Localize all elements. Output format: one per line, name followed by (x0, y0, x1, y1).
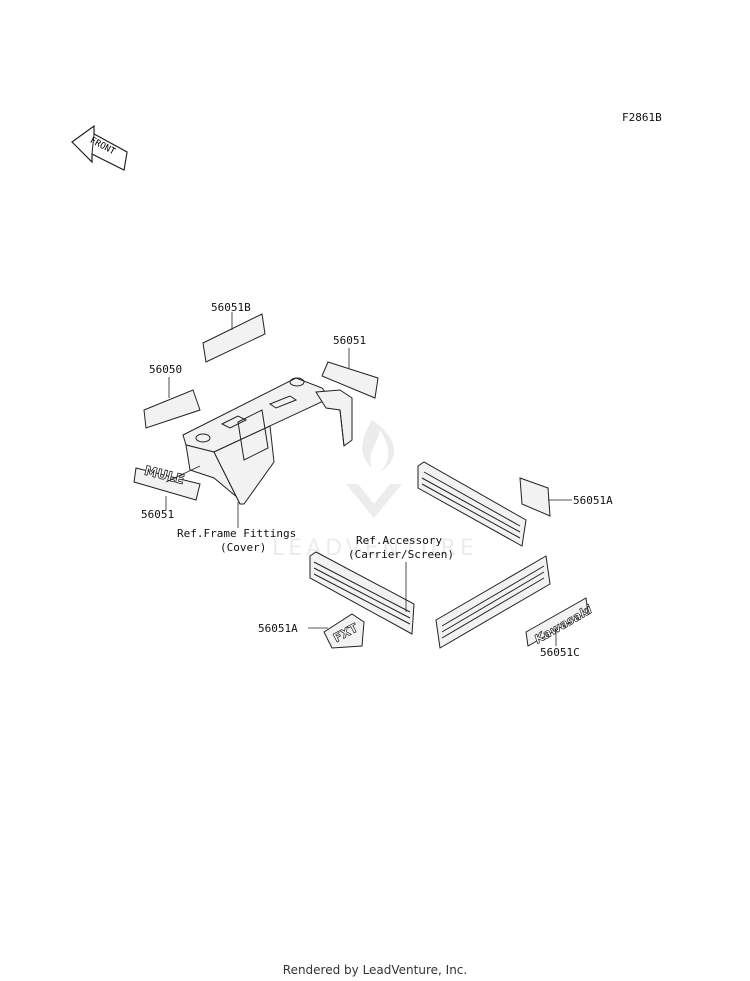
ref-accessory-line2: (Carrier/Screen) (348, 548, 454, 561)
ref-frame-line2: (Cover) (220, 541, 266, 554)
side-panel-right (417, 461, 527, 547)
ref-frame-line1: Ref.Frame Fittings (177, 527, 296, 540)
label-56051B: 56051B (211, 301, 251, 314)
tailgate (435, 555, 551, 649)
front-arrow-icon: FRONT (71, 124, 128, 171)
decal-56050 (143, 389, 201, 429)
label-56051-top: 56051 (333, 334, 366, 347)
bed-front-cover (182, 377, 353, 505)
decal-56051-top (321, 361, 379, 399)
decal-56051A-right (519, 477, 551, 517)
side-panel-left (309, 551, 415, 635)
watermark-text: LEADVENTURE (272, 536, 478, 561)
ref-accessory-line1: Ref.Accessory (356, 534, 442, 547)
decal-kawasaki: Kawasaki (525, 597, 595, 647)
decal-56051B (202, 313, 266, 363)
label-56051-left: 56051 (141, 508, 174, 521)
figure-code: F2861B (622, 111, 662, 124)
decal-fxt: FXT (323, 613, 365, 649)
label-56050: 56050 (149, 363, 182, 376)
label-56051A-lower: 56051A (258, 622, 298, 635)
label-56051A-right: 56051A (573, 494, 613, 507)
watermark: LEADVENTURE (272, 420, 478, 561)
footer-credit: Rendered by LeadVenture, Inc. (282, 963, 468, 977)
label-56051C: 56051C (540, 646, 580, 659)
